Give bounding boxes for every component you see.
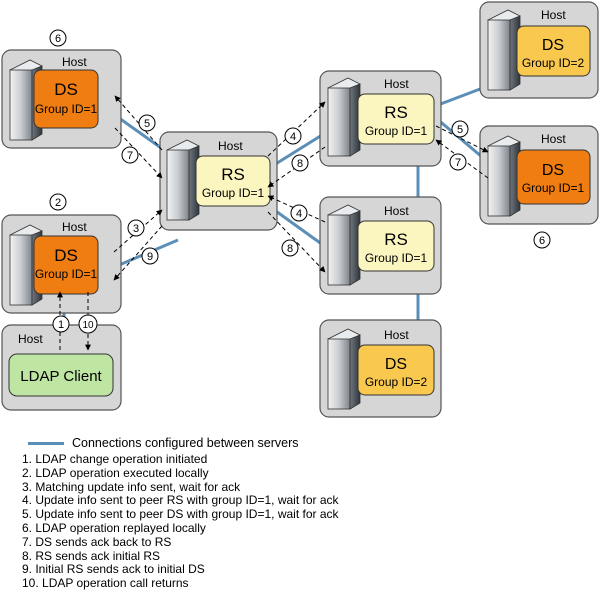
step-circle: 8 [291,154,309,172]
step-item: 8. RS sends ack initial RS [22,548,161,563]
replication-diagram: Host DS Group ID=1 Host DS Group ID=1 Ho… [1,1,599,418]
ds-role: DS [385,356,407,373]
server-tower-icon [166,139,200,221]
host-label: Host [384,328,409,342]
svg-text:5: 5 [144,118,150,130]
svg-text:5: 5 [457,124,463,136]
svg-text:6: 6 [539,235,545,247]
host-label: Host [541,8,566,22]
step-list: 1. LDAP change operation initiated 2. LD… [22,452,592,591]
ds-role: DS [54,246,78,265]
host-ds-left-middle: Host DS Group ID=1 [1,214,122,314]
host-ds-left-top: Host DS Group ID=1 [1,49,122,149]
step-circle: 9 [141,247,159,265]
legend: Connections configured between servers 1… [22,434,592,591]
ldap-client-badge [8,353,114,397]
message-arrows [57,95,489,351]
step-markers: 6 2 6 5 7 3 9 1 10 4 8 4 8 5 7 [49,29,551,334]
connection-line-swatch [28,441,64,445]
step-circle: 4 [284,127,302,145]
host-ds-bottom: Host DS Group ID=2 [319,319,442,418]
step-item: 6. LDAP operation replayed locally [22,520,206,535]
svg-text:2: 2 [55,197,61,209]
step-circle: 10 [78,314,98,334]
step-circle: 6 [49,29,67,47]
host-rs-center: Host RS Group ID=1 [159,131,278,231]
host-label: Host [218,139,243,153]
svg-text:8: 8 [297,158,303,170]
step-circle: 3 [127,219,145,237]
ds-group: Group ID=2 [522,56,585,70]
host-rs-top: Host RS Group ID=1 [319,70,442,167]
host-rs-middle: Host RS Group ID=1 [319,196,442,295]
svg-text:4: 4 [296,208,302,220]
ds-group: Group ID=1 [35,267,98,281]
ds-group: Group ID=1 [522,181,585,195]
ds-role: DS [542,162,564,179]
svg-text:4: 4 [290,131,296,143]
legend-connection-label: Connections configured between servers [72,436,299,450]
step-item: 1. LDAP change operation initiated [22,452,208,466]
step-circle: 8 [281,239,299,257]
svg-text:9: 9 [147,251,153,263]
rs-group: Group ID=1 [202,186,265,200]
server-tower-icon [487,135,521,217]
ds-role: DS [54,80,78,99]
ds-badge [33,235,99,295]
step-item: 4. Update info sent to peer RS with grou… [22,493,339,508]
step-circle: 1 [52,315,70,333]
ds-badge [357,344,435,396]
step-item: 2. LDAP operation executed locally [22,465,209,480]
host-label: Host [18,332,43,346]
host-ldap-client: Host LDAP Client [1,324,122,411]
ds-role: DS [542,37,564,54]
step-circle: 5 [138,114,156,132]
svg-text:1: 1 [58,319,64,331]
ds-badge [516,25,591,77]
svg-text:10: 10 [82,320,94,331]
step-circle: 5 [451,120,469,138]
svg-text:3: 3 [133,223,139,235]
ds-badge [516,149,591,205]
host-ds-top-right: Host DS Group ID=2 [479,1,599,99]
rs-role: RS [221,165,245,184]
step-item: 5. Update info sent to peer DS with grou… [22,507,339,522]
ldap-client-label: LDAP Client [20,368,102,385]
step-item: 7. DS sends ack back to RS [22,534,172,549]
step-circle: 7 [121,146,139,164]
svg-text:6: 6 [55,33,61,45]
rs-group: Group ID=1 [365,124,428,138]
server-tower-icon [327,328,361,410]
step-circle: 7 [449,153,467,171]
svg-text:7: 7 [127,150,133,162]
rs-role: RS [384,230,408,249]
rs-badge [357,93,435,145]
ds-group: Group ID=2 [365,375,428,389]
rs-badge [195,155,271,207]
host-label: Host [62,55,87,69]
svg-text:8: 8 [287,243,293,255]
step-circle: 4 [290,204,308,222]
svg-text:7: 7 [455,157,461,169]
host-label: Host [62,220,87,234]
server-tower-icon [327,77,361,157]
rs-role: RS [384,103,408,122]
host-ds-right-middle: Host DS Group ID=1 [479,125,599,225]
server-tower-icon [327,204,361,286]
server-tower-icon [487,9,521,91]
ds-group: Group ID=1 [35,102,98,116]
step-item: 10. LDAP operation call returns [22,576,189,591]
step-item: 3. Matching update info sent, wait for a… [22,479,241,494]
legend-connection-row: Connections configured between servers [22,434,592,452]
step-item: 9. Initial RS sends ack to initial DS [22,562,205,577]
step-circle: 2 [49,193,67,211]
host-label: Host [384,204,409,218]
host-label: Host [541,132,566,146]
ds-badge [33,69,99,129]
host-label: Host [384,77,409,91]
rs-group: Group ID=1 [365,251,428,265]
rs-badge [357,220,435,272]
step-circle: 6 [533,231,551,249]
